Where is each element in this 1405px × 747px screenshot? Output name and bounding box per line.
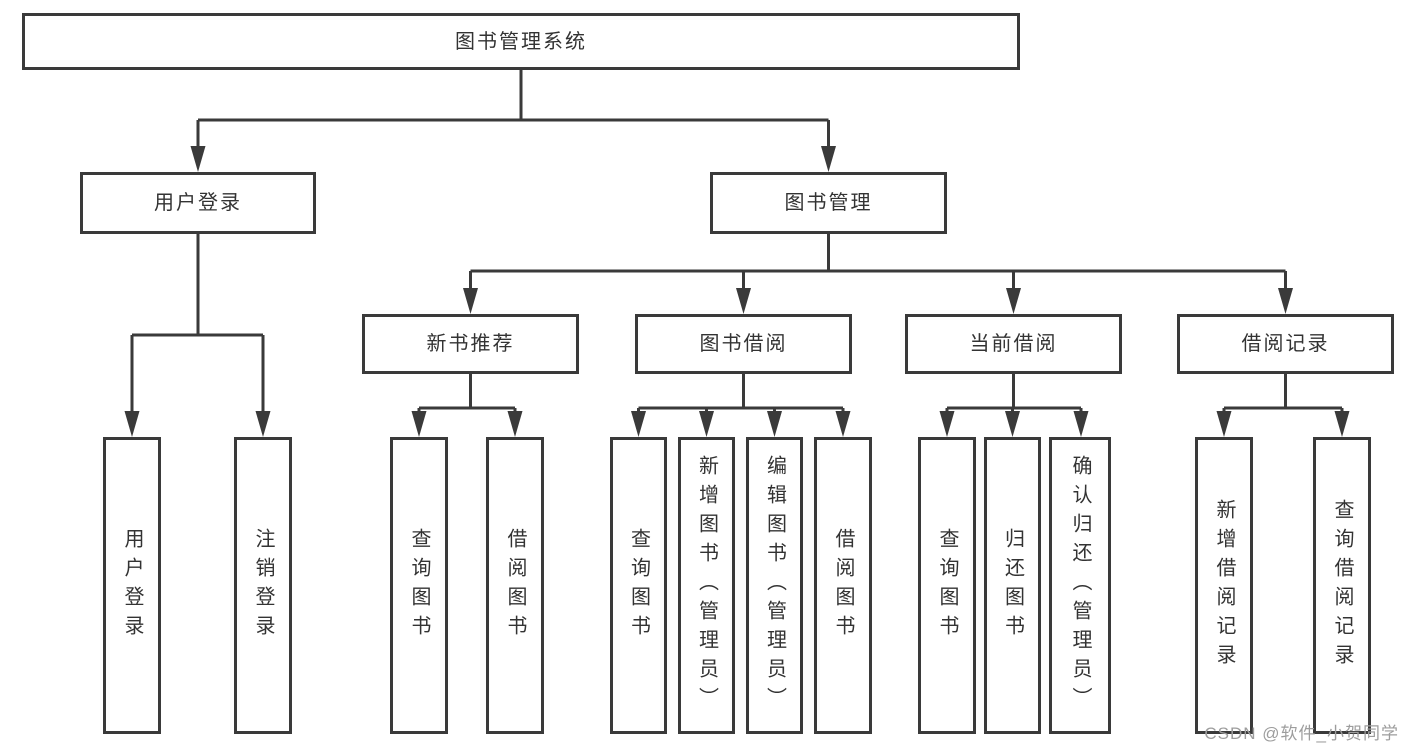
leaf-borrowing-borrow-books: 借阅图书: [814, 437, 872, 734]
leaf-return-books: 归还图书: [984, 437, 1041, 734]
leaf-user-login: 用户登录: [103, 437, 161, 734]
leaf-logout: 注销登录: [234, 437, 292, 734]
node-user-login: 用户登录: [80, 172, 316, 234]
leaf-recommend-query-books: 查询图书: [390, 437, 448, 734]
leaf-recommend-borrow-books: 借阅图书: [486, 437, 544, 734]
leaf-query-borrow-record: 查询借阅记录: [1313, 437, 1371, 734]
leaf-borrowing-query-books: 查询图书: [610, 437, 667, 734]
node-book-borrowing: 图书借阅: [635, 314, 852, 374]
node-book-management: 图书管理: [710, 172, 947, 234]
leaf-add-books-admin: 新增图书（管理员）: [678, 437, 735, 734]
node-current-borrowing: 当前借阅: [905, 314, 1122, 374]
leaf-edit-books-admin: 编辑图书（管理员）: [746, 437, 803, 734]
node-root-system: 图书管理系统: [22, 13, 1020, 70]
node-borrowing-records: 借阅记录: [1177, 314, 1394, 374]
leaf-current-query-books: 查询图书: [918, 437, 976, 734]
leaf-confirm-return-admin: 确认归还（管理员）: [1049, 437, 1111, 734]
leaf-add-borrow-record: 新增借阅记录: [1195, 437, 1253, 734]
csdn-watermark: CSDN @软件_小贺同学: [1204, 724, 1399, 743]
node-new-book-recommend: 新书推荐: [362, 314, 579, 374]
